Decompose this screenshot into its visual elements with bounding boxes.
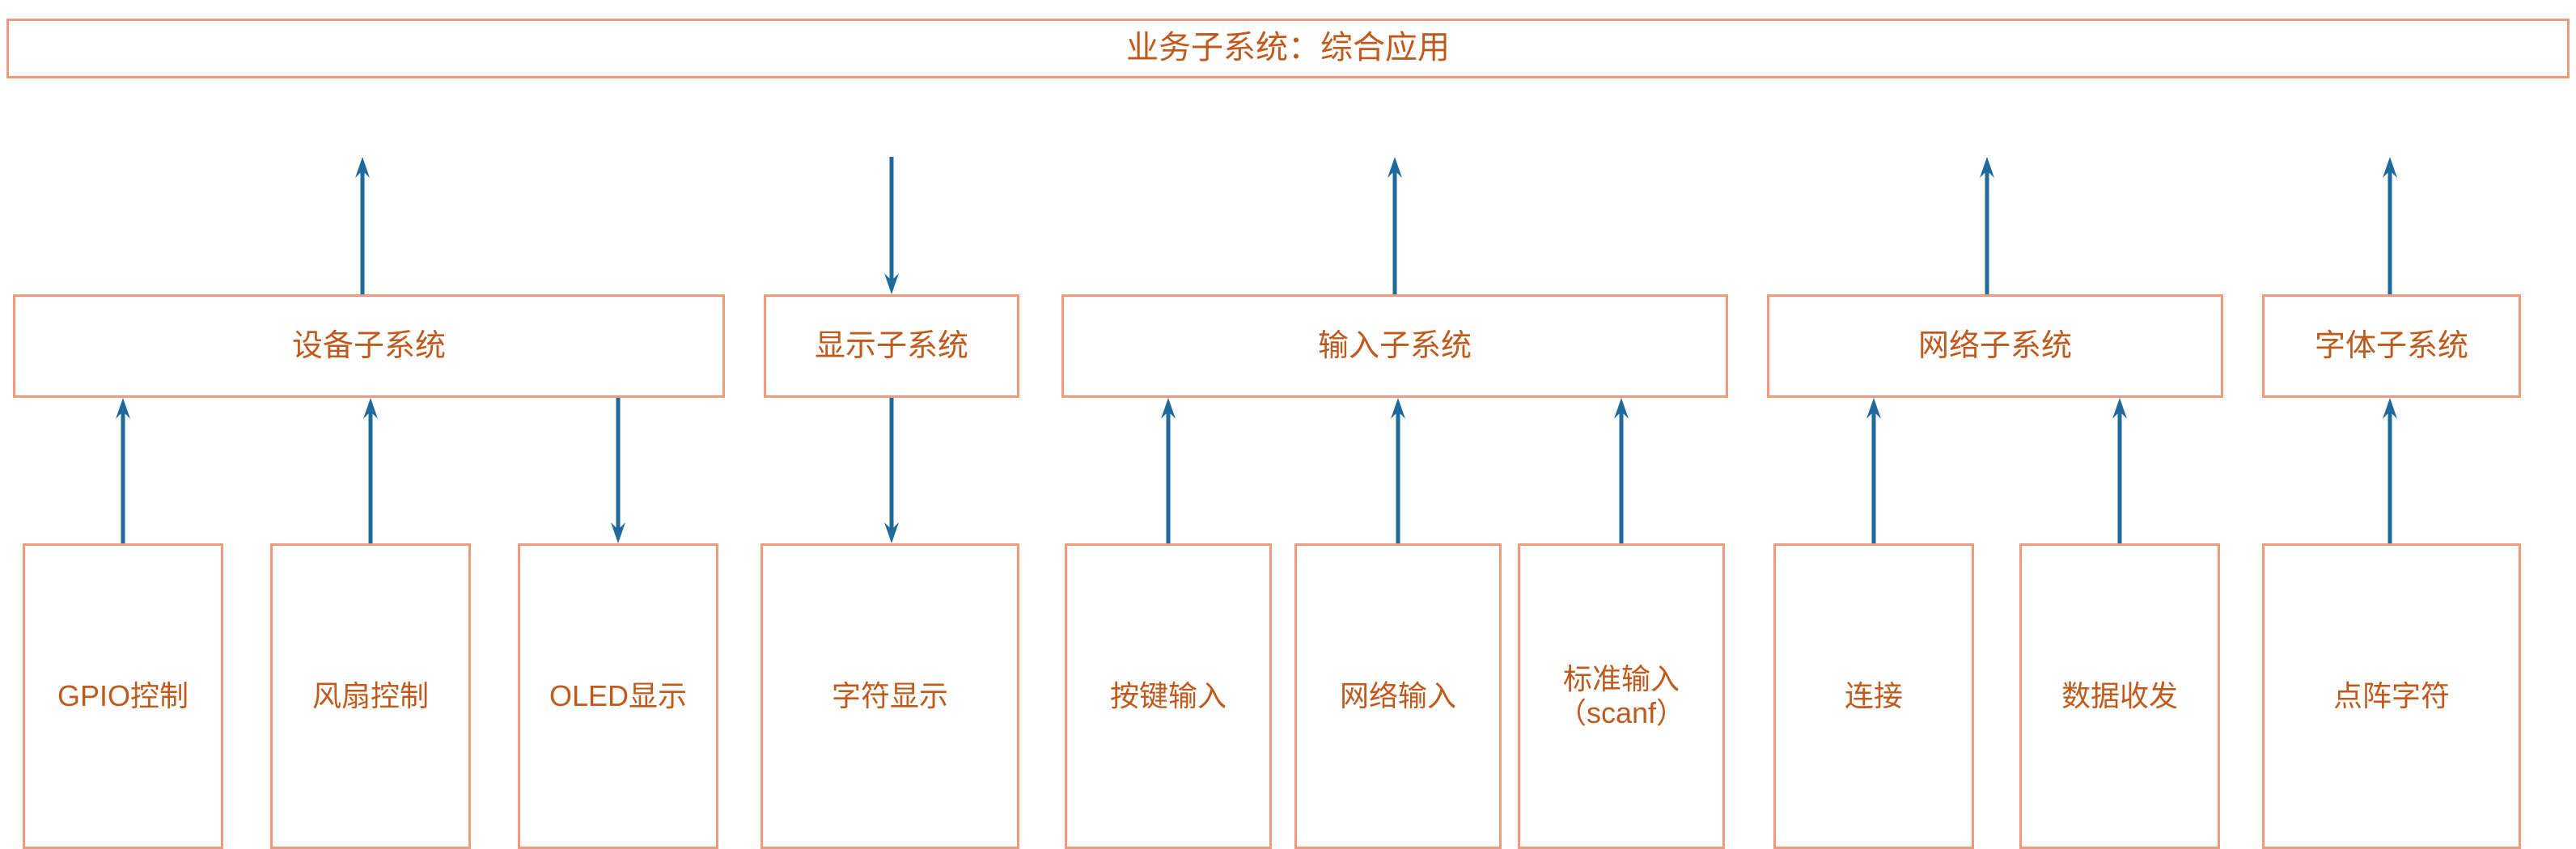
arrow-conn-in-net: [1385, 398, 1411, 543]
box-network-subsystem[interactable]: 网络子系统: [1767, 294, 2223, 398]
box-dot-matrix[interactable]: 点阵字符: [2262, 543, 2521, 849]
box-business-subsystem[interactable]: 业务子系统：综合应用: [6, 19, 2570, 78]
arrow-conn-root-font: [2377, 157, 2403, 294]
arrow-conn-dev-gpio: [110, 398, 136, 543]
box-oled-display[interactable]: OLED显示: [518, 543, 718, 849]
box-input-subsystem[interactable]: 输入子系统: [1061, 294, 1728, 398]
box-char-display[interactable]: 字符显示: [761, 543, 1019, 849]
arrow-conn-dev-oled: [605, 398, 631, 543]
arrow-conn-root-display: [879, 157, 905, 294]
arrow-conn-net-data: [2107, 398, 2133, 543]
arrow-conn-root-input: [1382, 157, 1408, 294]
arrow-conn-root-device: [350, 157, 375, 294]
arrow-conn-font-dot: [2377, 398, 2403, 543]
box-standard-input[interactable]: 标准输入 （scanf）: [1518, 543, 1725, 849]
box-key-input[interactable]: 按键输入: [1065, 543, 1272, 849]
box-device-subsystem[interactable]: 设备子系统: [13, 294, 725, 398]
arrow-conn-in-key: [1155, 398, 1181, 543]
diagram-canvas: 业务子系统：综合应用设备子系统显示子系统输入子系统网络子系统字体子系统 GPIO控…: [6, 19, 2570, 849]
arrow-conn-in-std: [1608, 398, 1634, 543]
box-font-subsystem[interactable]: 字体子系统: [2262, 294, 2521, 398]
box-fan-control[interactable]: 风扇控制: [270, 543, 471, 849]
box-data-transfer[interactable]: 数据收发: [2019, 543, 2220, 849]
arrow-conn-disp-char: [879, 398, 905, 543]
arrow-conn-root-network: [1974, 157, 2000, 294]
arrow-conn-net-conn: [1861, 398, 1887, 543]
box-network-input[interactable]: 网络输入: [1294, 543, 1502, 849]
box-gpio-control[interactable]: GPIO控制: [23, 543, 223, 849]
box-connection[interactable]: 连接: [1773, 543, 1974, 849]
arrow-conn-dev-fan: [358, 398, 383, 543]
box-display-subsystem[interactable]: 显示子系统: [764, 294, 1019, 398]
